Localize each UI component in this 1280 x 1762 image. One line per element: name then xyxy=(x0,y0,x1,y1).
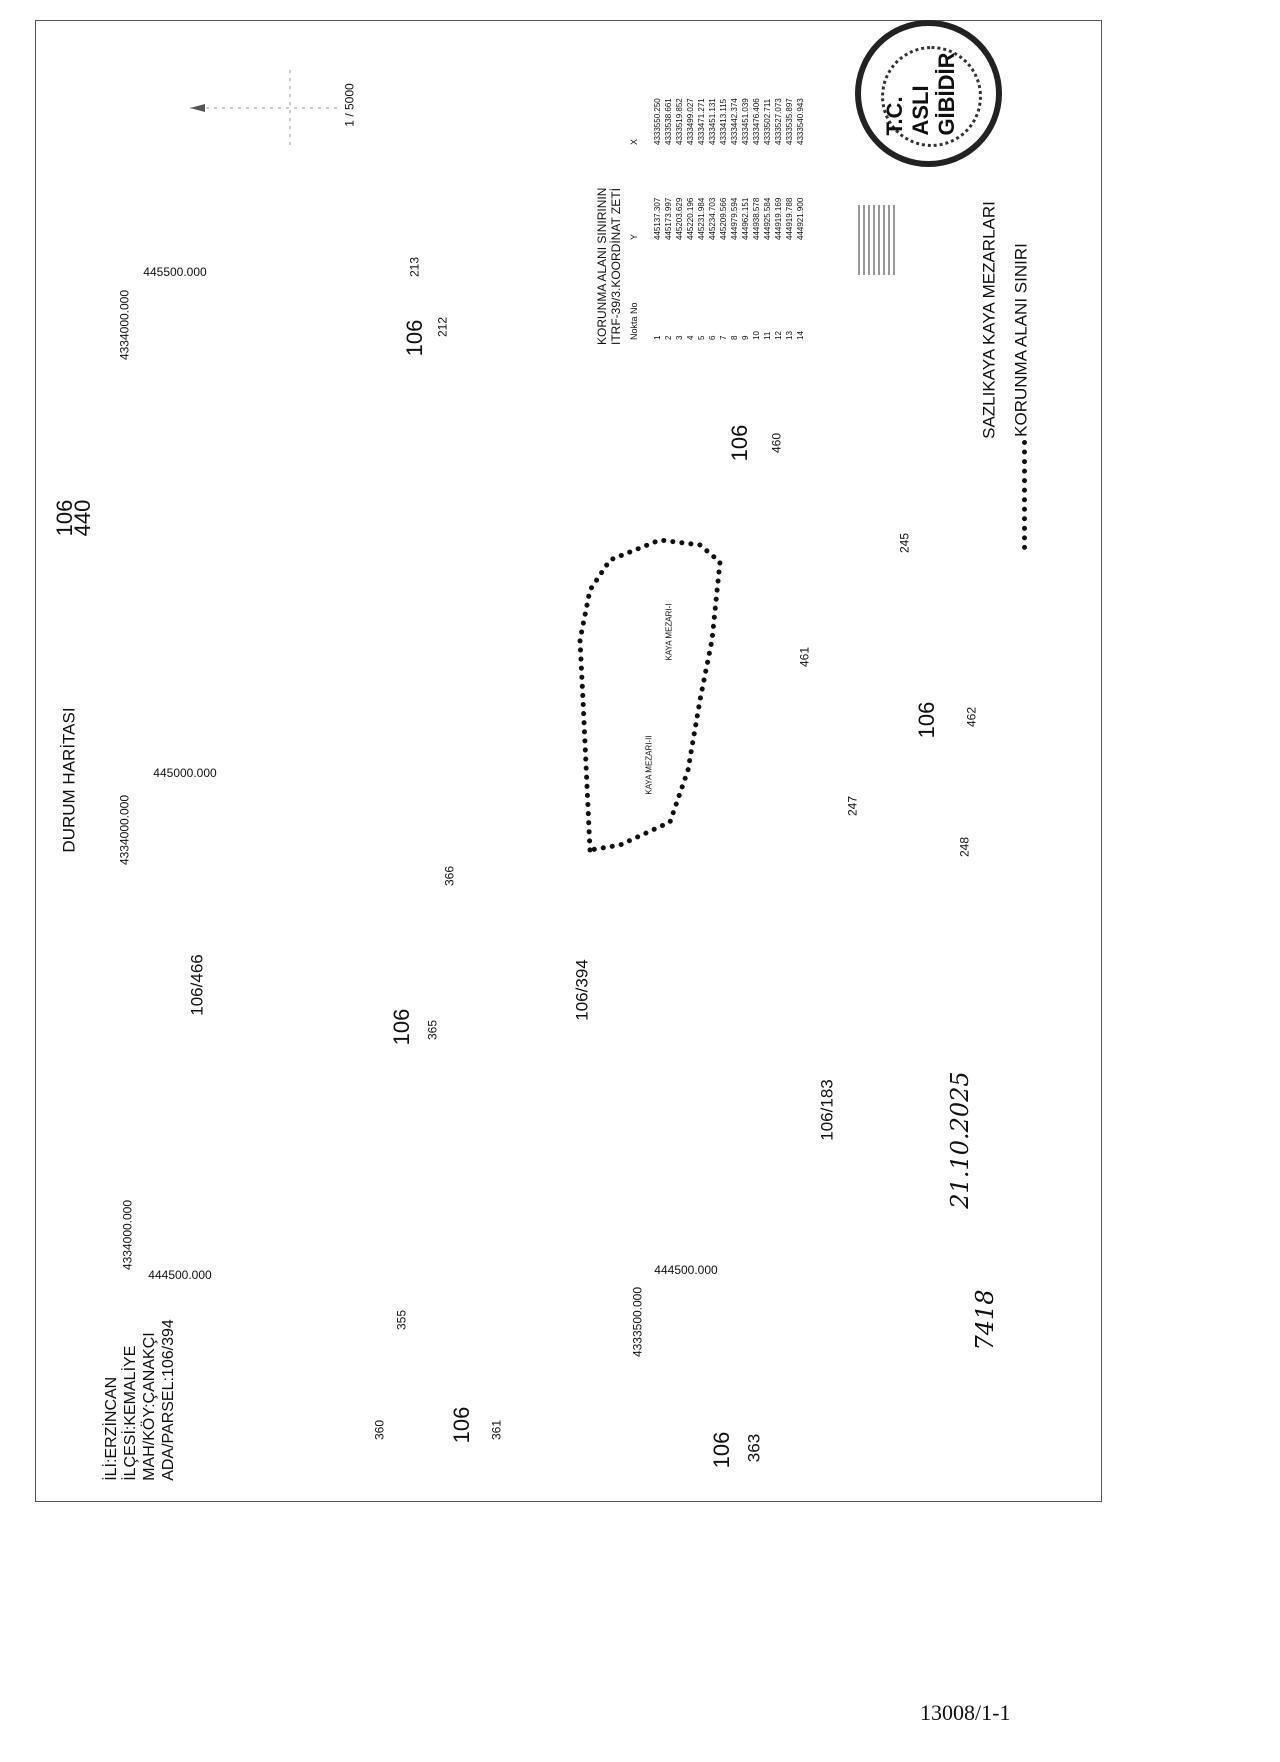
table-row: 5 445231.984 4333471.271 xyxy=(696,55,707,345)
coord-x: 4333442.374 xyxy=(730,98,739,145)
point-number: 11 xyxy=(763,331,772,340)
coord-x: 4333451.039 xyxy=(741,98,750,145)
coord-x: 4333499.027 xyxy=(686,98,695,145)
handwritten-number: 7418 xyxy=(970,1289,999,1351)
table-row: 9 444962.151 4333451.039 xyxy=(740,55,751,345)
grid-easting: 444500.000 xyxy=(654,1263,718,1277)
official-seal: T.C. ASLI GİBİDİR xyxy=(855,20,1002,167)
tomb-label: KAYA MEZARI-II xyxy=(644,735,654,795)
map-frame xyxy=(35,20,1102,1502)
barcode-mark xyxy=(858,205,898,275)
point-number: 3 xyxy=(675,335,684,340)
coord-y: 445231.984 xyxy=(697,197,706,240)
point-number: 8 xyxy=(730,335,739,340)
table-row: 11 444925.584 4333502.711 xyxy=(762,55,773,345)
coord-y: 445203.629 xyxy=(675,197,684,240)
coord-y: 444925.584 xyxy=(763,197,772,240)
point-number: 13 xyxy=(785,331,794,340)
table-row: 4 445220.196 4333499.027 xyxy=(685,55,696,345)
coord-x: 4333502.711 xyxy=(763,98,772,145)
table-row: 1 445137.307 4333550.250 xyxy=(652,55,663,345)
coord-y: 445173.997 xyxy=(664,197,673,240)
table-row: 8 444979.594 4333442.374 xyxy=(729,55,740,345)
coord-y: 445209.566 xyxy=(719,197,728,240)
seal-text: T.C. ASLI GİBİDİR xyxy=(882,52,959,136)
handwritten-date: 21.10.2025 xyxy=(945,1071,974,1209)
coord-x: 4333540.943 xyxy=(796,98,805,145)
coord-y: 444919.169 xyxy=(774,197,783,240)
table-title: KORUNMA ALANI SINIRININ xyxy=(595,187,609,345)
legend-dotted-line-icon xyxy=(1022,440,1027,550)
table-row: 3 445203.629 4333519.852 xyxy=(674,55,685,345)
point-number: 7 xyxy=(719,335,728,340)
grid-easting: 445500.000 xyxy=(143,265,207,279)
table-row: 13 444919.788 4333535.897 xyxy=(784,55,795,345)
coord-x: 4333451.131 xyxy=(708,98,717,145)
coord-y: 444938.578 xyxy=(752,197,761,240)
grid-easting: 445000.000 xyxy=(153,766,217,780)
point-number: 6 xyxy=(708,335,717,340)
point-number: 10 xyxy=(752,331,761,340)
seal-inner-ring xyxy=(881,46,982,147)
table-row: 10 444938.578 4333476.406 xyxy=(751,55,762,345)
coord-x: 4333538.661 xyxy=(664,98,673,145)
coord-x: 4333519.852 xyxy=(675,98,684,145)
coord-x: 4333413.115 xyxy=(719,98,728,145)
table-row: 12 444919.169 4333527.073 xyxy=(773,55,784,345)
coord-x: 4333527.073 xyxy=(774,98,783,145)
coord-x: 4333471.271 xyxy=(697,98,706,145)
legend-site-name: SAZLIKAYA KAYA MEZARLARI xyxy=(979,201,999,439)
point-number: 4 xyxy=(686,335,695,340)
point-number: 5 xyxy=(697,335,706,340)
point-number: 14 xyxy=(796,331,805,340)
coord-y: 445234.703 xyxy=(708,197,717,240)
coord-y: 444962.151 xyxy=(741,197,750,240)
grid-easting: 444500.000 xyxy=(148,1268,212,1282)
page-number: 13008/1-1 xyxy=(920,1700,1011,1725)
tomb-label: KAYA MEZARI-I xyxy=(664,603,674,661)
table-row: 14 444921.900 4333540.943 xyxy=(795,55,806,345)
coord-x: 4333476.406 xyxy=(752,98,761,145)
coord-y: 445137.307 xyxy=(653,197,662,240)
table-title: ITRF-39/3.KOORDİNAT ZETİ xyxy=(609,188,623,345)
coord-y: 444919.788 xyxy=(785,197,794,240)
point-number: 2 xyxy=(664,335,673,340)
point-number: 12 xyxy=(774,331,783,340)
coord-x: 4333535.897 xyxy=(785,98,794,145)
coord-y: 444979.594 xyxy=(730,197,739,240)
table-row: 6 445234.703 4333451.131 xyxy=(707,55,718,345)
header-x: X xyxy=(629,138,639,145)
table-row: 7 445209.566 4333413.115 xyxy=(718,55,729,345)
header-no: Nokta No xyxy=(629,302,639,340)
point-number: 9 xyxy=(741,335,750,340)
coord-y: 444921.900 xyxy=(796,197,805,240)
header-y: Y xyxy=(629,233,639,240)
legend-boundary: KORUNMA ALANI SINIRI xyxy=(1011,243,1031,437)
coord-x: 4333550.250 xyxy=(653,98,662,145)
table-row: 2 445173.997 4333538.661 xyxy=(663,55,674,345)
coordinate-table: KORUNMA ALANI SINIRININ ITRF-39/3.KOORDİ… xyxy=(595,55,825,345)
point-number: 1 xyxy=(653,335,662,340)
coord-y: 445220.196 xyxy=(686,197,695,240)
table-header: Nokta No Y X xyxy=(629,55,640,345)
